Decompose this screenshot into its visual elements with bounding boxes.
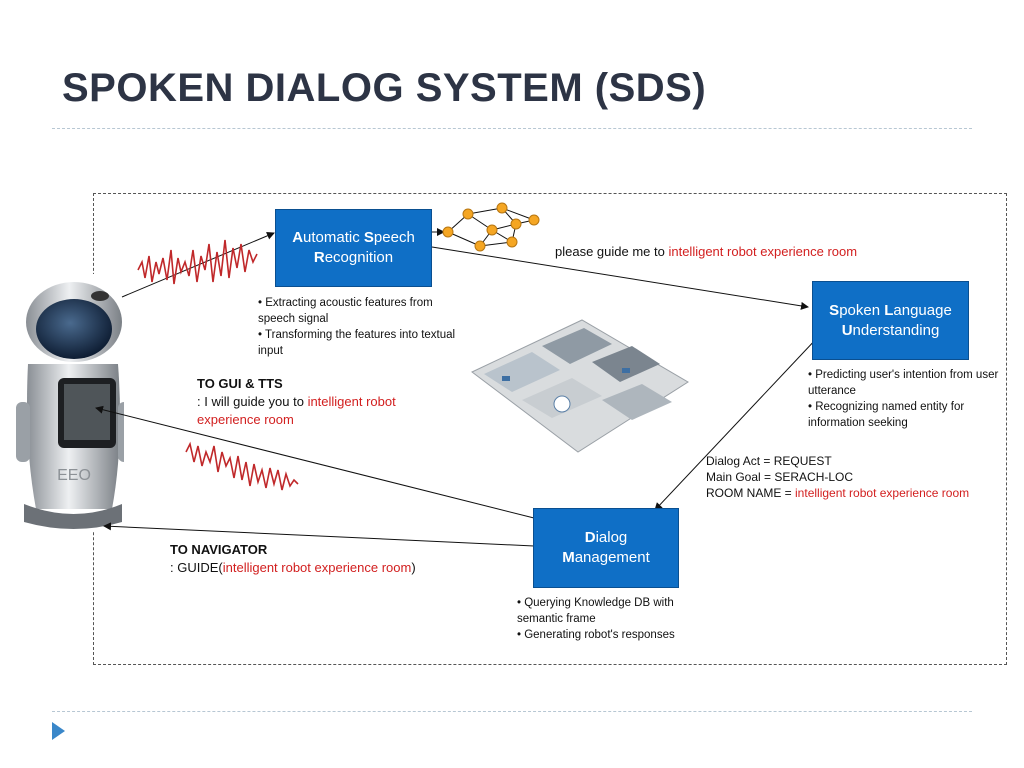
user-utterance: please guide me to intelligent robot exp…	[555, 243, 857, 261]
dm-note: • Querying Knowledge DB with semantic fr…	[517, 597, 674, 625]
asr-notes: • Extracting acoustic features from spee…	[258, 295, 458, 359]
slu-box-line1: Spoken Language	[829, 301, 952, 319]
gui-tts-output: TO GUI & TTS : I will guide you to intel…	[197, 375, 447, 429]
dm-box-line2: Management	[562, 549, 650, 566]
semantic-frame: Dialog Act = REQUEST Main Goal = SERACH-…	[706, 453, 1006, 501]
dm-notes: • Querying Knowledge DB with semantic fr…	[517, 595, 717, 643]
utterance-room: intelligent robot experience room	[668, 244, 858, 259]
dm-box: Dialog Management	[533, 508, 679, 588]
svg-text:EEO: EEO	[57, 467, 91, 484]
frame-room-name: ROOM NAME = intelligent robot experience…	[706, 486, 970, 500]
slide-title: SPOKEN DIALOG SYSTEM (SDS)	[62, 66, 707, 110]
asr-box-line1: Automatic Speech	[292, 229, 415, 246]
slu-box: Spoken Language Understanding	[812, 281, 969, 360]
slu-note: • Predicting user's intention from user …	[808, 369, 999, 397]
utterance-prefix: please guide me to	[555, 244, 669, 259]
gui-tts-text: : I will guide you to intelligent robot …	[197, 394, 396, 427]
frame-dialog-act: Dialog Act = REQUEST	[706, 454, 832, 468]
slu-notes: • Predicting user's intention from user …	[808, 367, 1004, 431]
asr-box: Automatic Speech Recognition	[275, 209, 432, 287]
floor-plan-image	[462, 312, 690, 460]
asr-note: • Extracting acoustic features from spee…	[258, 297, 433, 325]
slu-note: • Recognizing named entity for informati…	[808, 401, 965, 429]
navigator-output: TO NAVIGATOR : GUIDE(intelligent robot e…	[170, 541, 416, 577]
footer-divider	[52, 711, 972, 712]
navigator-text: : GUIDE(intelligent robot experience roo…	[170, 560, 416, 575]
dm-note: • Generating robot's responses	[517, 629, 675, 641]
next-slide-arrow-icon[interactable]	[52, 722, 65, 740]
slu-box-line2: Understanding	[841, 321, 940, 339]
gui-tts-heading: TO GUI & TTS	[197, 376, 283, 391]
robot-image: EEO	[14, 274, 124, 532]
asr-box-line2: Recognition	[313, 249, 394, 266]
frame-main-goal: Main Goal = SERACH-LOC	[706, 470, 854, 484]
dm-box-line1: Dialog	[584, 529, 628, 546]
title-divider	[52, 128, 972, 129]
navigator-heading: TO NAVIGATOR	[170, 542, 268, 557]
asr-note: • Transforming the features into textual…	[258, 329, 456, 357]
